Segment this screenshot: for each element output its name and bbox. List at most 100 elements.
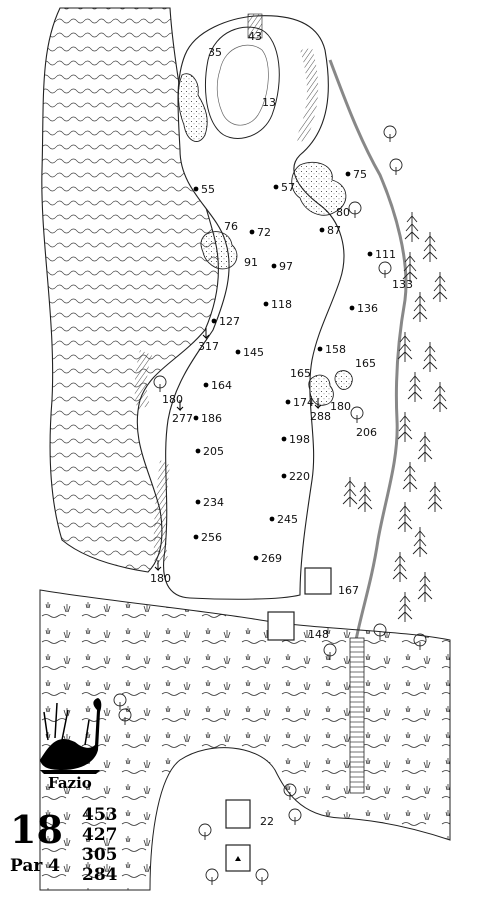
conifer-tree-icon [432,272,448,302]
yardage-marker-dot: 75 [353,168,367,181]
round-tree-icon [198,823,212,840]
yardage-3: 305 [82,845,118,865]
carry-arrow [154,560,162,572]
yardage-4: 284 [82,865,118,885]
yardage-marker-dot: 205 [203,445,224,458]
yardage-marker-dot: 145 [243,346,264,359]
fairway [163,15,345,600]
yardage-marker-dot: 220 [289,470,310,483]
conifer-tree-icon [397,502,413,532]
yardage-marker-dot: 57 [281,181,295,194]
conifer-tree-icon [427,482,443,512]
yardage-marker-dot: 55 [201,183,215,196]
yardage-marker-dot: 111 [375,248,396,261]
conifer-tree-icon [412,292,428,322]
hole-number: 18 [10,807,63,852]
yardage-dot [273,184,279,190]
yardage-marker-dot: 174 [293,396,314,409]
conifer-tree-icon [397,332,413,362]
yardage-marker-tree: 206 [356,426,377,439]
yardage-dot [249,229,255,235]
conifer-tree-icon [392,552,408,582]
conifer-tree-icon [397,592,413,622]
yardage-dot [263,301,269,307]
round-tree-icon [113,693,127,710]
trees [113,125,448,885]
yardage-marker-dot: 198 [289,433,310,446]
yardage-marker-hazard: 165 [290,367,311,380]
conifer-tree-icon [404,212,420,242]
designer-label: Fazio [48,774,92,792]
yardage-marker-carry: 180 [150,572,171,585]
yardage-dot [193,534,199,540]
creek [328,59,408,641]
yardage-marker-hazard: 91 [244,256,258,269]
conifer-tree-icon [412,527,428,557]
yardage-marker-carry: 277 [172,412,193,425]
yardage-dot [281,473,287,479]
round-tree-icon [118,708,132,725]
yardage-dot [367,251,373,257]
green [204,13,280,139]
yardage-dot [319,227,325,233]
marsh-area [39,589,451,891]
round-tree-icon [323,643,337,660]
conifer-tree-icon [422,342,438,372]
embankments [134,48,319,565]
bunkers [177,73,353,406]
yardage-marker-tree: 180 [162,393,183,406]
conifer-tree-icon [422,232,438,262]
bridge [349,637,365,794]
yardage-marker-carry: 288 [310,410,331,423]
carry-arrow [176,400,184,412]
yardage-marker-dot: 136 [357,302,378,315]
yardage-marker-dot: 234 [203,496,224,509]
yardage-marker-hazard: 180 [330,400,351,413]
yardage-marker-tee: 167 [338,584,359,597]
carry-arrow [202,328,210,340]
yardage-dot [195,448,201,454]
round-tree-icon [153,375,167,392]
yardage-marker-dot: 87 [327,224,341,237]
round-tree-icon [389,158,403,175]
conifer-tree-icon [417,432,433,462]
yardage-marker-green: 35 [208,46,222,59]
par-label: Par 4 [10,856,60,876]
conifer-tree-icon [402,252,418,282]
yardage-dot [285,399,291,405]
round-tree-icon [378,261,392,278]
round-tree-icon [413,633,427,650]
yardage-1: 453 [82,805,118,825]
yardage-marker-green: 13 [262,96,276,109]
yardage-dot [281,436,287,442]
yardage-marker-dot: 245 [277,513,298,526]
yardage-marker-dot: 127 [219,315,240,328]
carry-arrow [314,398,322,410]
round-tree-icon [383,125,397,142]
yardage-dot [211,318,217,324]
yardage-marker-dot: 269 [261,552,282,565]
yardage-dot [345,171,351,177]
yardage-marker-hazard: 165 [355,357,376,370]
yardage-dot [203,382,209,388]
round-tree-icon [205,868,219,885]
conifer-tree-icon [402,462,418,492]
yardage-dot [193,186,199,192]
conifer-tree-icon [342,477,358,507]
yardage-marker-dot: 97 [279,260,293,273]
yardage-marker-dot: 158 [325,343,346,356]
yardage-marker-dot: 72 [257,226,271,239]
heron-logo [40,698,102,774]
yardage-marker-green: 43 [248,30,262,43]
conifer-tree-icon [432,382,448,412]
yardage-dot [317,346,323,352]
yardage-marker-tee: 148 [308,628,329,641]
conifer-tree-icon [407,372,423,402]
conifer-tree-icon [417,572,433,602]
round-tree-icon [255,868,269,885]
yardage-dot [253,555,259,561]
yardage-marker-hazard: 76 [224,220,238,233]
yardage-marker-tree: 133 [392,278,413,291]
conifer-tree-icon [397,412,413,442]
yardage-marker-dot: 256 [201,531,222,544]
